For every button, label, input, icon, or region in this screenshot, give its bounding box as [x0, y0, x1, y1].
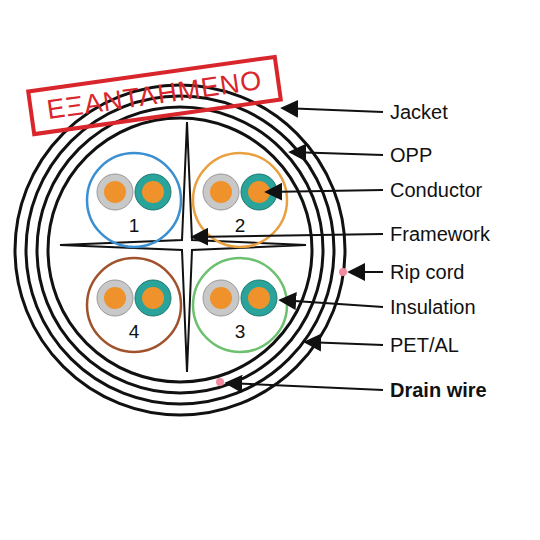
callout-number: 4 [129, 322, 140, 343]
callout-number: 2 [235, 216, 246, 237]
part-label: OPP [390, 144, 432, 166]
part-label: Rip cord [390, 261, 464, 283]
callout-number: 3 [235, 322, 246, 343]
part-label: PET/AL [390, 334, 459, 356]
part-label: Conductor [390, 179, 482, 201]
part-label: Jacket [390, 101, 448, 123]
part-label: Framework [390, 223, 490, 245]
part-label: Drain wire [390, 379, 487, 401]
part-label: Insulation [390, 296, 476, 318]
callout-number: 1 [129, 216, 140, 237]
